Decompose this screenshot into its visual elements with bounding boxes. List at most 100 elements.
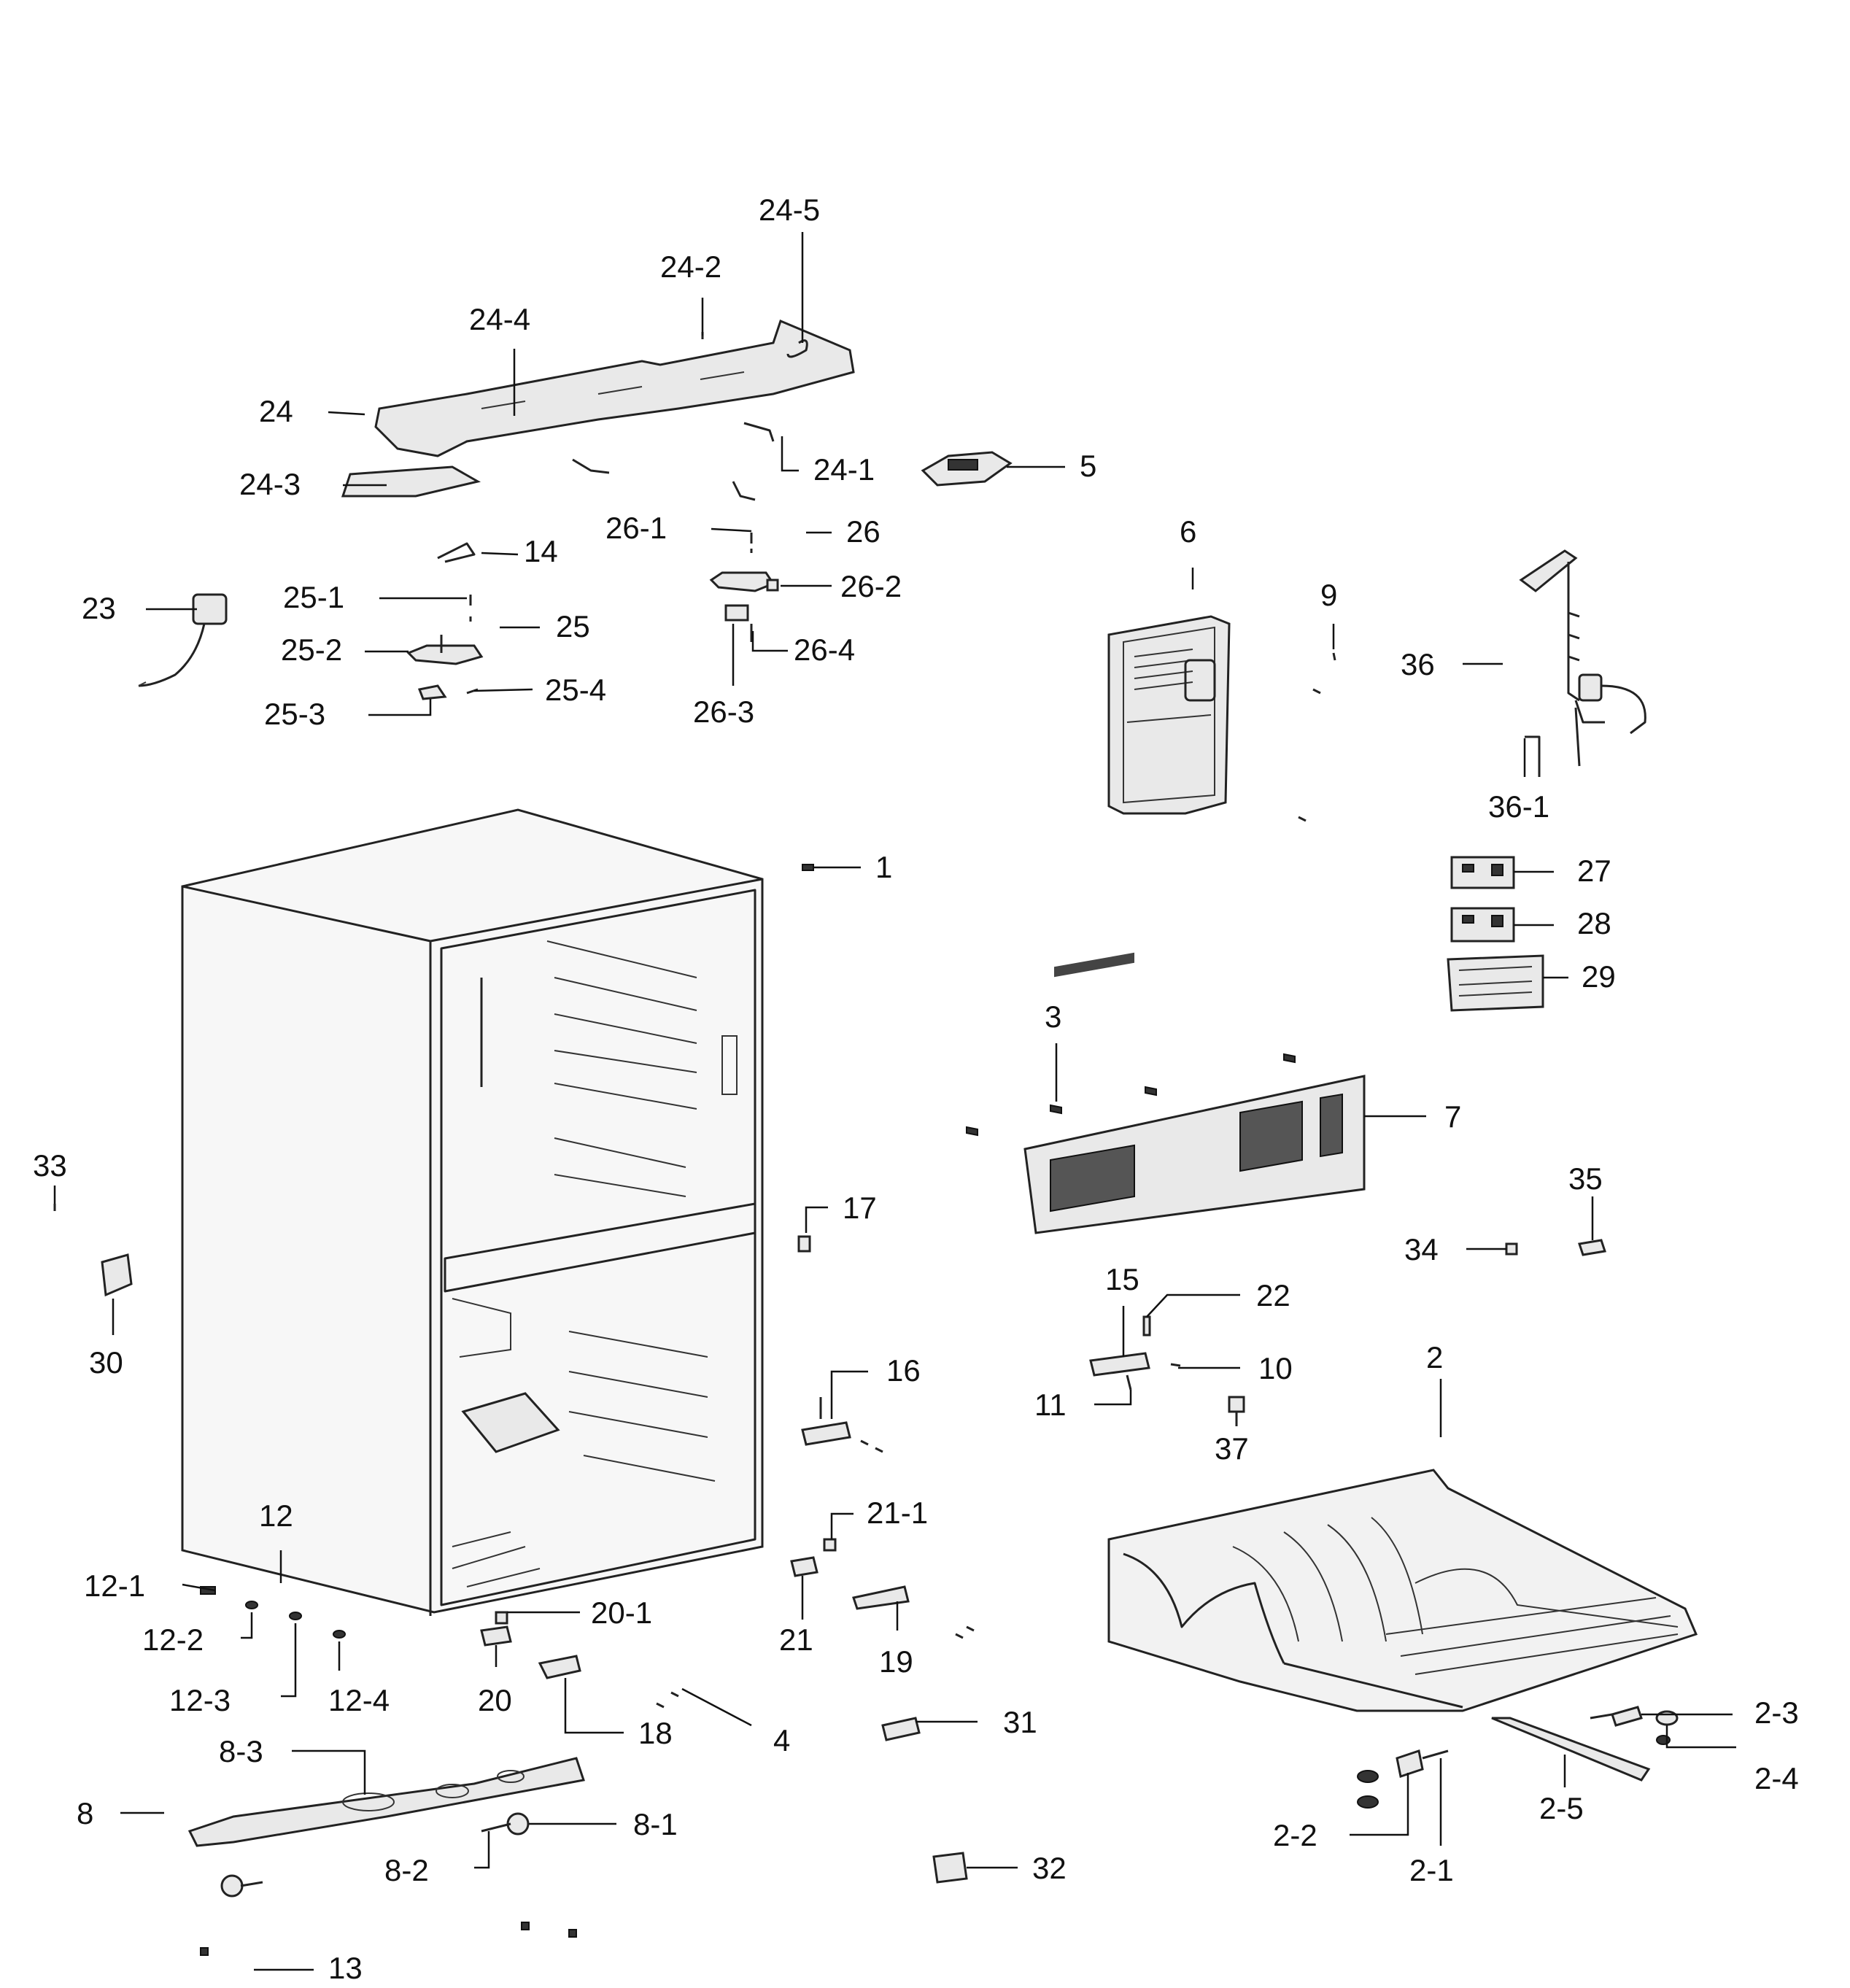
part-25-2-hinge-plate (406, 635, 484, 665)
label-27: 27 (1577, 854, 1611, 888)
label-17: 17 (843, 1191, 877, 1225)
label-20: 20 (478, 1683, 512, 1717)
label-25-4: 25-4 (545, 673, 606, 707)
label-22: 22 (1256, 1278, 1290, 1312)
part-2-base-frame (1107, 1469, 1698, 1712)
part-8-base-plate (187, 1757, 585, 1847)
part-20-hinge-lower (480, 1611, 512, 1647)
label-12-1: 12-1 (84, 1569, 145, 1603)
label-26-1: 26-1 (605, 511, 667, 545)
label-37: 37 (1215, 1431, 1249, 1466)
label-24-1: 24-1 (813, 452, 875, 487)
part-37-leg (1228, 1396, 1245, 1426)
part-31-roller (881, 1717, 921, 1741)
label-28: 28 (1577, 906, 1611, 940)
part-2-5-rail (1491, 1717, 1651, 1782)
label-32: 32 (1032, 1851, 1067, 1885)
part-1-cabinet (181, 808, 764, 1616)
label-30: 30 (89, 1345, 123, 1380)
part-2-2-roller (1357, 1749, 1449, 1809)
label-12-4: 12-4 (328, 1683, 390, 1717)
label-16: 16 (886, 1353, 921, 1388)
label-8-3: 8-3 (219, 1734, 263, 1768)
part-26-2-hinge-plate (709, 571, 779, 592)
part-1-screw (802, 864, 814, 871)
label-25-3: 25-3 (264, 697, 325, 731)
part-36-wire-harness (1519, 549, 1646, 767)
label-13: 13 (328, 1951, 363, 1985)
label-25: 25 (556, 609, 590, 643)
part-wire-clip (572, 458, 756, 501)
leader-lines (53, 232, 1736, 1971)
part-30-outlet (101, 1253, 133, 1297)
part-27-pcb (1450, 856, 1515, 889)
part-36-1-connector (1525, 735, 1541, 777)
callout-labels: 24-5 24-2 24-4 24 24-3 24-1 5 26-1 26 14… (33, 193, 1799, 1985)
part-28-pcb (1450, 907, 1515, 943)
label-12-2: 12-2 (142, 1622, 204, 1657)
part-8-2-pin (481, 1822, 511, 1833)
label-12-3: 12-3 (169, 1683, 231, 1717)
label-18: 18 (638, 1716, 673, 1750)
label-36: 36 (1401, 647, 1435, 681)
label-5: 5 (1080, 449, 1096, 483)
label-26-4: 26-4 (794, 633, 855, 667)
label-8-1: 8-1 (633, 1807, 678, 1841)
label-2-4: 2-4 (1754, 1761, 1799, 1795)
label-8: 8 (77, 1796, 93, 1830)
part-26-3-bracket (724, 604, 749, 622)
label-10: 10 (1258, 1351, 1293, 1385)
label-24: 24 (259, 394, 293, 428)
label-20-1: 20-1 (591, 1596, 652, 1630)
part-34-nut (1505, 1242, 1518, 1256)
part-16-hinge (801, 1397, 883, 1453)
label-24-4: 24-4 (469, 302, 530, 336)
part-17-stopper (797, 1235, 811, 1253)
part-19-shaft (852, 1585, 975, 1639)
part-4-screws (656, 1691, 679, 1709)
part-32-bracket (932, 1852, 968, 1884)
part-3-screws (966, 1053, 1296, 1137)
part-7-rear-panel (1023, 952, 1366, 1234)
label-26-3: 26-3 (693, 695, 754, 729)
label-24-5: 24-5 (759, 193, 820, 227)
part-35-bushing (1578, 1239, 1606, 1256)
part-24-3-plate (341, 465, 481, 498)
label-2-5: 2-5 (1539, 1791, 1584, 1825)
label-2: 2 (1426, 1340, 1443, 1374)
part-29-main-pcb (1447, 954, 1544, 1012)
part-2-3-roller (1590, 1706, 1643, 1727)
label-15: 15 (1105, 1262, 1139, 1296)
label-19: 19 (879, 1644, 913, 1679)
part-11-screw (1126, 1374, 1132, 1391)
label-24-3: 24-3 (239, 467, 301, 501)
label-33: 33 (33, 1148, 67, 1183)
label-3: 3 (1045, 999, 1061, 1034)
part-12-series-screws (200, 1586, 346, 1639)
label-1: 1 (875, 850, 892, 884)
part-18-bracket (538, 1655, 581, 1679)
label-34: 34 (1404, 1232, 1439, 1266)
label-31: 31 (1003, 1705, 1037, 1739)
label-26: 26 (846, 514, 881, 549)
part-23-power-cord (138, 593, 228, 687)
part-6-panel-cover (1107, 615, 1231, 815)
part-8-1-roller (506, 1812, 530, 1836)
label-25-2: 25-2 (281, 633, 342, 667)
part-14-clip (437, 542, 476, 563)
part-15-hinge (1089, 1352, 1150, 1377)
label-21-1: 21-1 (867, 1496, 928, 1530)
label-35: 35 (1568, 1161, 1603, 1196)
label-24-2: 24-2 (660, 250, 721, 284)
part-24-top-cover (374, 319, 855, 457)
label-6: 6 (1180, 514, 1196, 549)
part-22-pin (1142, 1315, 1151, 1337)
part-21-hinge (790, 1538, 837, 1577)
label-23: 23 (82, 591, 116, 625)
label-21: 21 (779, 1622, 813, 1657)
label-11: 11 (1034, 1388, 1067, 1422)
label-29: 29 (1582, 959, 1616, 994)
part-9-screws (1298, 652, 1336, 822)
part-5-hinge-bracket (921, 451, 1013, 487)
